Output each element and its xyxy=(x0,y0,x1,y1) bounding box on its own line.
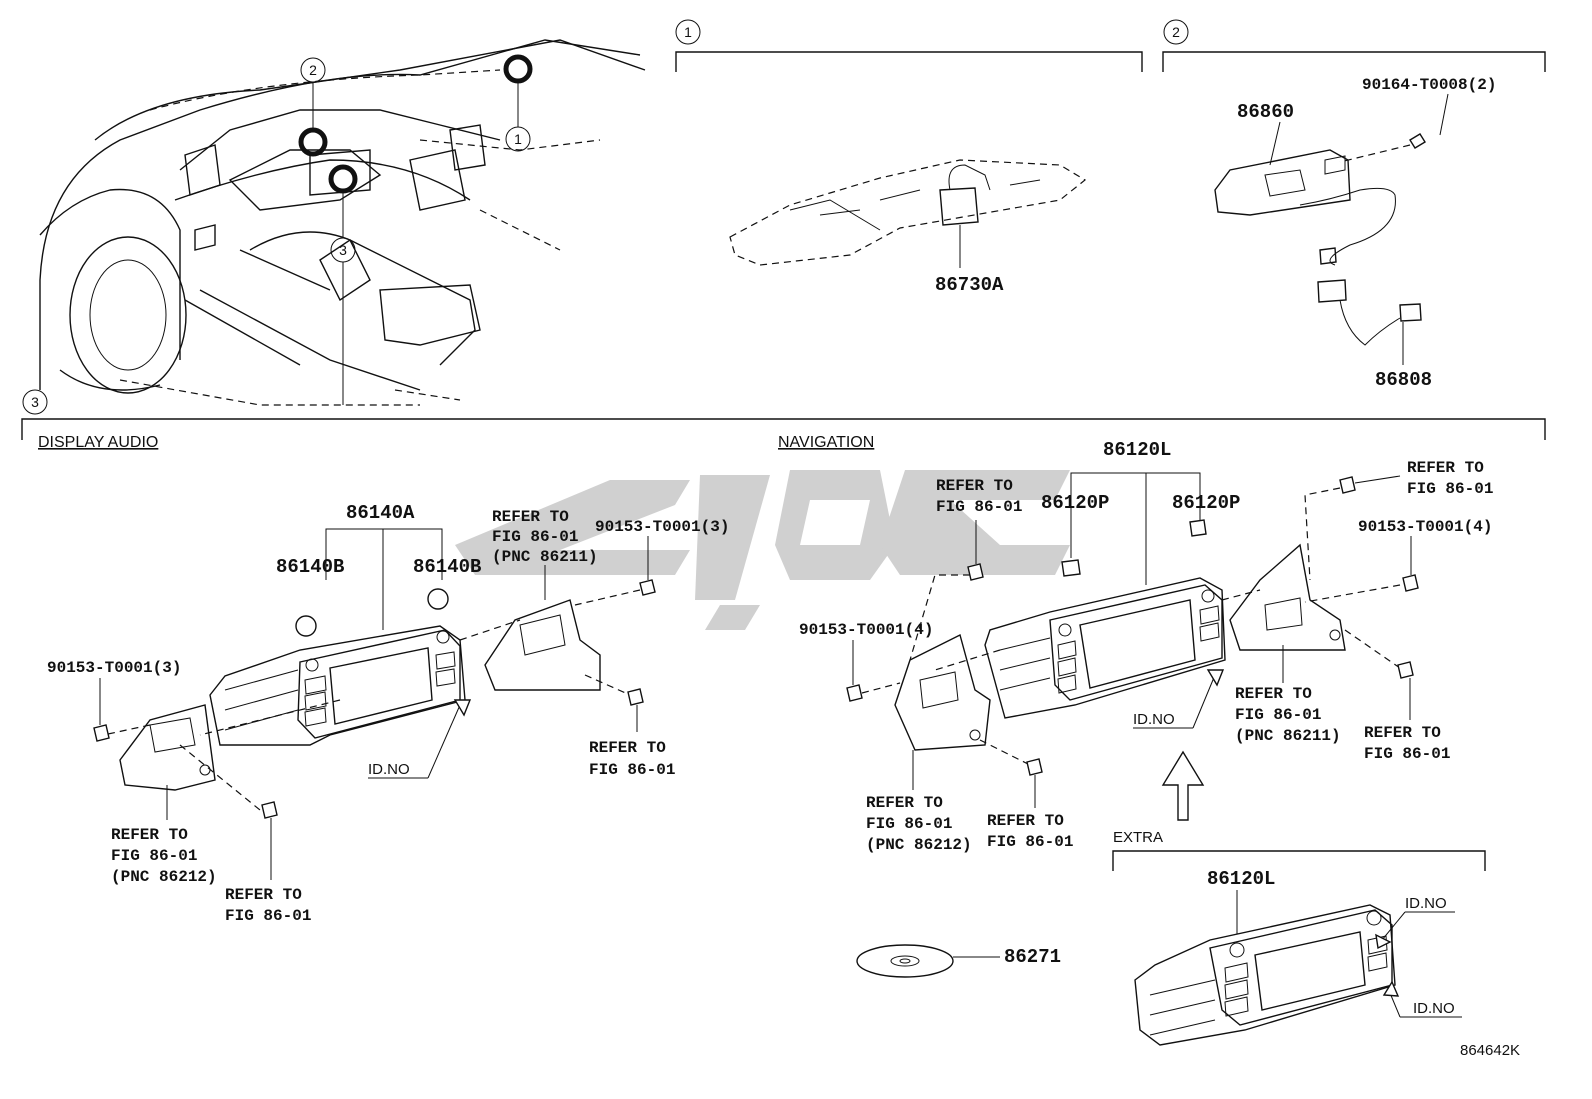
svg-text:REFER TO: REFER TO xyxy=(1407,459,1484,477)
section-title-extra: EXTRA xyxy=(1113,829,1163,846)
id-label-extra-top: ID.NO xyxy=(1405,895,1447,912)
svg-text:REFER TO: REFER TO xyxy=(225,886,302,904)
part-label-86120P-left: 86120P xyxy=(1041,492,1109,514)
refer-label-r8: REFER TO FIG 86-01 xyxy=(1364,724,1450,763)
refer-label-r3: REFER TO FIG 86-01 (PNC 86212) xyxy=(111,826,217,886)
section-title-navigation: NAVIGATION xyxy=(778,434,874,451)
refer-label-r6: REFER TO FIG 86-01 xyxy=(1407,459,1493,498)
part-label-86860: 86860 xyxy=(1237,101,1294,123)
part-label-86120P-right: 86120P xyxy=(1172,492,1240,514)
part-label-86120L: 86120L xyxy=(1103,439,1171,461)
part-label-90153-nav-left: 90153-T0001(4) xyxy=(799,621,933,639)
part-label-86140A: 86140A xyxy=(346,502,415,524)
refer-label-r2: REFER TO FIG 86-01 xyxy=(589,739,675,779)
id-label-extra-bottom: ID.NO xyxy=(1413,1000,1455,1017)
watermark-logo xyxy=(455,470,1070,630)
part-label-90153-da-right: 90153-T0001(3) xyxy=(595,518,729,536)
section-3-callout: 3 xyxy=(31,394,39,410)
display-audio-assembly: 86140A 86140B 86140B 90153-T0001(3) 9015… xyxy=(47,502,729,880)
refer-label-r5: REFER TO FIG 86-01 xyxy=(936,477,1022,516)
part-label-90153-da-left: 90153-T0001(3) xyxy=(47,659,181,677)
svg-text:(PNC 86212): (PNC 86212) xyxy=(111,868,217,886)
svg-text:(PNC 86211): (PNC 86211) xyxy=(492,548,598,566)
section-3-frame: 3 DISPLAY AUDIO NAVIGATION xyxy=(21,389,1546,451)
part-label-86808: 86808 xyxy=(1375,369,1432,391)
svg-text:REFER TO: REFER TO xyxy=(936,477,1013,495)
section-1-callout: 1 xyxy=(684,24,692,40)
svg-text:(PNC 86212): (PNC 86212) xyxy=(866,836,972,854)
id-label-navigation: ID.NO xyxy=(1133,711,1175,728)
part-label-86271: 86271 xyxy=(1004,946,1061,968)
svg-text:FIG 86-01: FIG 86-01 xyxy=(866,815,952,833)
refer-label-r1: REFER TO FIG 86-01 (PNC 86211) xyxy=(492,508,598,566)
part-label-86140B-left: 86140B xyxy=(276,556,344,578)
svg-text:REFER TO: REFER TO xyxy=(1364,724,1441,742)
disc-86271: 86271 xyxy=(856,944,1061,978)
section-2: 2 86860 90164-T0008(2) 86808 xyxy=(1162,19,1546,391)
refer-label-r4: REFER TO FIG 86-01 xyxy=(225,886,311,925)
svg-text:FIG 86-01: FIG 86-01 xyxy=(936,498,1022,516)
svg-text:REFER TO: REFER TO xyxy=(589,739,666,757)
svg-text:FIG 86-01: FIG 86-01 xyxy=(111,847,197,865)
svg-text:FIG 86-01: FIG 86-01 xyxy=(987,833,1073,851)
part-label-86140B-right: 86140B xyxy=(413,556,481,578)
svg-text:REFER TO: REFER TO xyxy=(1235,685,1312,703)
svg-text:REFER TO: REFER TO xyxy=(866,794,943,812)
svg-text:FIG 86-01: FIG 86-01 xyxy=(1407,480,1493,498)
refer-label-r9: REFER TO FIG 86-01 (PNC 86212) xyxy=(866,794,972,854)
figure-id: 864642K xyxy=(1460,1042,1520,1059)
svg-text:FIG 86-01: FIG 86-01 xyxy=(225,907,311,925)
section-2-callout: 2 xyxy=(1172,24,1180,40)
svg-text:REFER TO: REFER TO xyxy=(492,508,569,526)
callout-1-number-car: 1 xyxy=(514,131,522,147)
svg-text:REFER TO: REFER TO xyxy=(111,826,188,844)
part-label-90164: 90164-T0008(2) xyxy=(1362,76,1496,94)
svg-text:(PNC 86211): (PNC 86211) xyxy=(1235,727,1341,745)
extra-section: EXTRA 86120L ID.NO ID.NO xyxy=(1112,829,1486,1046)
part-label-90153-nav-right: 90153-T0001(4) xyxy=(1358,518,1492,536)
svg-text:REFER TO: REFER TO xyxy=(987,812,1064,830)
callout-2-number-car: 2 xyxy=(309,62,317,78)
section-1: 1 86730A xyxy=(675,19,1143,296)
part-label-86730A: 86730A xyxy=(935,274,1004,296)
section-title-display-audio: DISPLAY AUDIO xyxy=(38,434,158,451)
svg-text:FIG 86-01: FIG 86-01 xyxy=(1364,745,1450,763)
svg-text:FIG 86-01: FIG 86-01 xyxy=(589,761,675,779)
navigation-assembly: 86120L 86120P 86120P 90153-T0001(4) 9015… xyxy=(799,439,1492,821)
id-label-display-audio: ID.NO xyxy=(368,761,410,778)
refer-label-r7: REFER TO FIG 86-01 (PNC 86211) xyxy=(1235,685,1341,745)
svg-text:FIG 86-01: FIG 86-01 xyxy=(492,528,578,546)
callout-3-number-car: 3 xyxy=(339,242,347,258)
part-label-86120L-extra: 86120L xyxy=(1207,868,1275,890)
svg-text:FIG 86-01: FIG 86-01 xyxy=(1235,706,1321,724)
refer-label-r10: REFER TO FIG 86-01 xyxy=(987,812,1073,851)
vehicle-interior-illustration: 2 3 1 xyxy=(39,39,646,406)
